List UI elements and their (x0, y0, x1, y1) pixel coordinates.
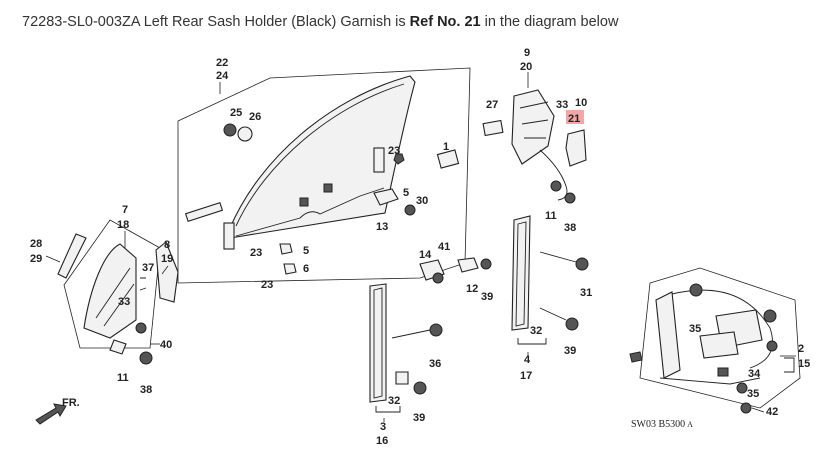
callout-20: 20 (520, 61, 532, 73)
callout-21: 21 (568, 113, 580, 125)
callout-23a: 23 (388, 145, 400, 157)
callout-19: 19 (161, 253, 173, 265)
callout-27: 27 (486, 99, 498, 111)
diagram-code-main: SW03 B5300 (631, 419, 685, 430)
callout-8: 8 (164, 239, 170, 251)
sash-holder-garnish-part-21 (565, 129, 587, 167)
callout-2: 2 (798, 343, 804, 355)
callout-11a: 11 (545, 210, 557, 222)
caption-prefix: 72283-SL0-003ZA Left Rear Sash Holder (B… (22, 14, 410, 30)
callout-30: 30 (416, 195, 428, 207)
diagram-code-suffix: A (687, 420, 693, 429)
callout-23b: 23 (250, 247, 262, 259)
callout-5a: 5 (403, 187, 409, 199)
callout-9: 9 (524, 47, 530, 59)
parts-diagram-svg: FR. (30, 47, 810, 447)
callout-38a: 38 (564, 222, 576, 234)
callout-33a: 33 (556, 99, 568, 111)
callout-35a: 35 (689, 323, 701, 335)
callout-28: 28 (30, 238, 42, 250)
callout-31: 31 (580, 287, 592, 299)
callout-41: 41 (438, 241, 450, 253)
callout-37: 37 (142, 262, 154, 274)
callout-labels: 22 24 25 26 1 23 5 30 13 23 5 6 23 9 20 … (30, 47, 810, 447)
run-channel-right (511, 215, 589, 345)
window-regulator-assembly (629, 267, 801, 414)
ref-21-highlight (566, 110, 584, 124)
callout-40: 40 (160, 339, 172, 351)
callout-36: 36 (429, 358, 441, 370)
callout-3: 3 (380, 421, 386, 433)
callout-29: 29 (30, 253, 42, 265)
callout-15: 15 (798, 358, 810, 370)
callout-42: 42 (766, 406, 778, 418)
middle-hardware (419, 257, 492, 284)
callout-38b: 38 (140, 384, 152, 396)
caption-ref-number: Ref No. 21 (409, 14, 481, 30)
callout-22: 22 (216, 57, 228, 69)
callout-25: 25 (230, 107, 242, 119)
callout-6: 6 (303, 263, 309, 275)
callout-1: 1 (443, 141, 449, 153)
callout-11b: 11 (117, 372, 129, 384)
callout-39b: 39 (564, 345, 576, 357)
callout-leaders (45, 72, 796, 422)
callout-13: 13 (376, 221, 388, 233)
callout-33b: 33 (118, 296, 130, 308)
callout-17: 17 (520, 370, 532, 382)
callout-32a: 32 (530, 325, 542, 337)
callout-24: 24 (216, 70, 229, 82)
callout-26: 26 (249, 111, 261, 123)
callout-39c: 39 (413, 412, 425, 424)
callout-32b: 32 (388, 395, 400, 407)
callout-4: 4 (524, 354, 531, 366)
run-channel-center (369, 283, 443, 413)
callout-35b: 35 (747, 388, 759, 400)
rear-sash-group (482, 89, 587, 204)
callout-39a: 39 (481, 291, 493, 303)
callout-18: 18 (117, 219, 129, 231)
left-quarter-group (57, 219, 179, 365)
callout-16: 16 (376, 435, 388, 447)
caption-suffix: in the diagram below (480, 14, 619, 30)
front-direction-arrow: FR. (35, 397, 80, 425)
callout-12: 12 (466, 283, 478, 295)
parts-diagram: FR. (0, 38, 839, 460)
door-glass-group (177, 67, 471, 284)
callout-34: 34 (748, 368, 761, 380)
front-label: FR. (62, 397, 80, 409)
callout-5b: 5 (303, 245, 309, 257)
callout-23c: 23 (261, 279, 273, 291)
callout-7: 7 (122, 204, 128, 216)
callout-10: 10 (575, 97, 587, 109)
callout-14: 14 (419, 249, 432, 261)
page-caption: 72283-SL0-003ZA Left Rear Sash Holder (B… (22, 14, 618, 30)
